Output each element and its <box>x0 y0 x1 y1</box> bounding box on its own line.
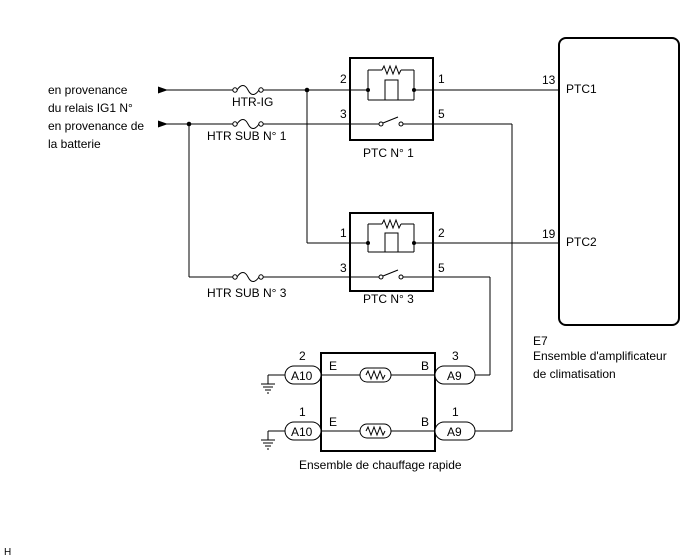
ptc3-label: PTC N° 3 <box>363 292 414 306</box>
fuse-htr-ig <box>232 85 264 95</box>
ptc1-label: PTC N° 1 <box>363 146 414 160</box>
ground-icon <box>261 430 285 450</box>
junction-dot-battery <box>186 121 192 127</box>
fuse-htr-sub1 <box>232 119 264 129</box>
amplifier-code: E7 <box>533 334 548 348</box>
relay-input-arrow <box>158 86 233 94</box>
connector-a10-bot-label: A10 <box>291 425 313 439</box>
quick-heater-assembly <box>320 352 436 452</box>
battery-source-label-2: la batterie <box>48 137 101 151</box>
fuse-htr-sub3 <box>232 272 264 282</box>
heater-terminal-b-top: B <box>421 359 429 373</box>
connector-a9-bot-label: A9 <box>447 425 462 439</box>
heater-terminal-e-bot: E <box>329 415 337 429</box>
ptc3-pin-in-top: 1 <box>340 226 347 240</box>
connector-a9-bot <box>434 421 476 441</box>
connector-a9-top-label: A9 <box>447 369 462 383</box>
ptc1-pin-in-top: 2 <box>340 72 347 86</box>
connector-a10-top-pin: 2 <box>299 349 306 363</box>
ptc1-pin-in-bot: 3 <box>340 107 347 121</box>
ptc1-pin-out-top: 1 <box>438 72 445 86</box>
ground-icon <box>261 374 285 394</box>
wires <box>188 89 559 432</box>
connector-a10-top-label: A10 <box>291 369 313 383</box>
battery-source-label-1: en provenance de <box>48 119 144 133</box>
connector-a10-bot-pin: 1 <box>299 405 306 419</box>
connector-a9-top <box>434 365 476 385</box>
fuse-htr-sub1-label: HTR SUB N° 1 <box>207 129 287 143</box>
connector-a9-bot-pin: 1 <box>452 405 459 419</box>
heater-terminal-b-bot: B <box>421 415 429 429</box>
amplifier-pin-ptc1: 13 <box>542 73 556 87</box>
relay-source-label-2: du relais IG1 N° <box>48 101 133 115</box>
amplifier-name-2: de climatisation <box>533 367 616 381</box>
fuse-htr-ig-label: HTR-IG <box>232 95 273 109</box>
ptc1-relay <box>349 57 434 141</box>
heater-terminal-e-top: E <box>329 359 337 373</box>
ptc3-pin-in-bot: 3 <box>340 261 347 275</box>
corner-mark: H <box>4 547 11 558</box>
amplifier-label-ptc1: PTC1 <box>566 82 597 96</box>
ptc3-pin-out-bot: 5 <box>438 261 445 275</box>
relay-source-label-1: en provenance <box>48 83 128 97</box>
amplifier-box <box>558 37 680 326</box>
junction-dot-htr-ig <box>304 87 310 93</box>
amplifier-pin-ptc2: 19 <box>542 227 556 241</box>
connector-a9-top-pin: 3 <box>452 349 459 363</box>
ptc1-pin-out-bot: 5 <box>438 107 445 121</box>
amplifier-label-ptc2: PTC2 <box>566 235 597 249</box>
fuse-htr-sub3-label: HTR SUB N° 3 <box>207 286 287 300</box>
quick-heater-label: Ensemble de chauffage rapide <box>299 458 462 472</box>
amplifier-name-1: Ensemble d'amplificateur <box>533 349 667 363</box>
ptc3-pin-out-top: 2 <box>438 226 445 240</box>
battery-input-arrow <box>158 120 233 128</box>
ptc3-relay <box>349 212 434 292</box>
